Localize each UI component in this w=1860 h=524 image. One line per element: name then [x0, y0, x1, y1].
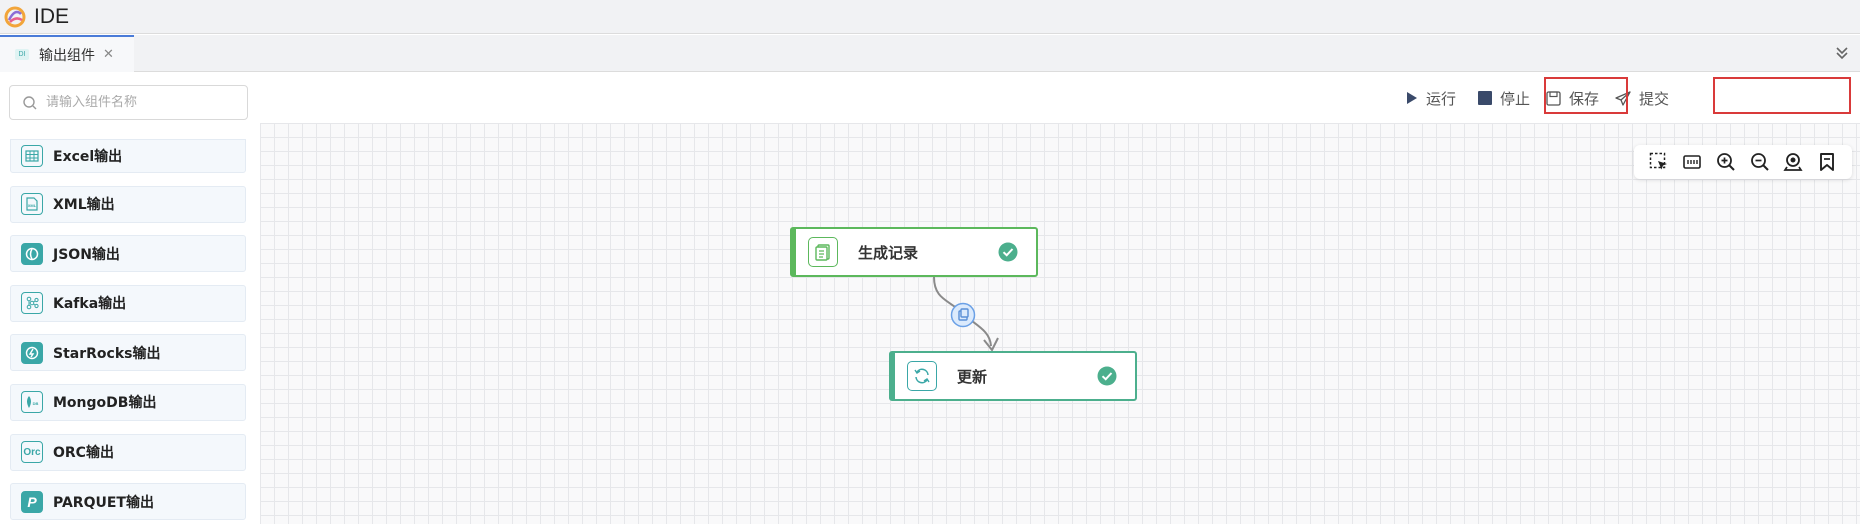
- save-label: 保存: [1569, 89, 1600, 108]
- highlight-box-run: [1544, 77, 1628, 114]
- app-logo-icon: [4, 6, 26, 27]
- search-box[interactable]: [9, 85, 248, 120]
- svg-text:DB: DB: [33, 401, 39, 406]
- component-item-kafka[interactable]: Kafka输出: [10, 284, 246, 322]
- app-title: IDE: [34, 4, 70, 28]
- node-label: 生成记录: [858, 243, 919, 262]
- component-item-orc[interactable]: Orc ORC输出: [10, 433, 246, 471]
- component-item-parquet[interactable]: P PARQUET输出: [10, 483, 246, 521]
- component-item-json[interactable]: JSON输出: [10, 235, 246, 273]
- submit-button[interactable]: 提交: [1615, 81, 1669, 115]
- tab-badge: DI: [15, 49, 29, 60]
- search-icon: [23, 95, 37, 109]
- component-label: Excel输出: [53, 149, 123, 165]
- svg-text:XML: XML: [28, 203, 37, 208]
- json-icon: [21, 242, 43, 265]
- tab-output-components[interactable]: DI 输出组件 ✕: [0, 35, 134, 72]
- node-label: 更新: [957, 367, 988, 386]
- table-icon: [21, 145, 43, 167]
- bookmark-icon[interactable]: [1816, 151, 1838, 173]
- run-button[interactable]: 运行: [1406, 81, 1456, 115]
- send-icon: [1615, 90, 1631, 106]
- fit-screen-icon[interactable]: [1681, 151, 1703, 173]
- canvas-toolbar: [1634, 145, 1852, 179]
- submit-label: 提交: [1639, 89, 1670, 108]
- save-button[interactable]: 保存: [1546, 81, 1599, 115]
- stop-button[interactable]: 停止: [1478, 81, 1530, 115]
- kafka-icon: [21, 292, 43, 315]
- search-input[interactable]: [46, 95, 236, 110]
- component-label: JSON输出: [53, 246, 120, 263]
- tab-label: 输出组件: [39, 47, 95, 64]
- document-copy-icon: [808, 237, 838, 267]
- zoom-in-icon[interactable]: [1715, 151, 1737, 173]
- xml-file-icon: XML: [21, 193, 43, 216]
- check-circle-icon: [1097, 366, 1117, 386]
- component-item-mongodb[interactable]: DB MongoDB输出: [10, 383, 246, 421]
- run-label: 运行: [1426, 89, 1457, 108]
- zoom-out-icon[interactable]: [1749, 151, 1771, 173]
- orc-icon: Orc: [21, 441, 43, 464]
- close-icon[interactable]: ✕: [103, 47, 114, 62]
- title-bar: IDE: [0, 0, 1860, 34]
- select-icon[interactable]: [1648, 151, 1670, 173]
- flow-node-update[interactable]: 更新: [889, 351, 1137, 401]
- editor-toolbar: 运行 停止 保存 提交: [260, 73, 1860, 123]
- starrocks-icon: [21, 341, 43, 364]
- flow-node-generate-records[interactable]: 生成记录: [790, 227, 1038, 277]
- component-label: PARQUET输出: [53, 494, 154, 511]
- component-label: MongoDB输出: [53, 395, 157, 412]
- component-label: XML输出: [53, 197, 115, 214]
- locate-icon[interactable]: [1782, 151, 1804, 173]
- edge-connector-icon[interactable]: [950, 302, 976, 328]
- component-item-starrocks[interactable]: StarRocks输出: [10, 334, 246, 372]
- component-item-xml[interactable]: XML XML输出: [10, 185, 246, 223]
- highlight-box-save-submit: [1713, 77, 1851, 114]
- mongodb-icon: DB: [21, 391, 43, 414]
- stop-icon: [1478, 91, 1492, 105]
- stop-label: 停止: [1500, 89, 1531, 108]
- double-chevron-down-icon[interactable]: [1832, 43, 1852, 63]
- refresh-icon: [907, 361, 937, 391]
- component-label: Kafka输出: [53, 296, 127, 313]
- component-sidebar: Excel输出 XML XML输出 JSON输出 Kafka输出 StarRoc…: [0, 73, 260, 524]
- component-list: Excel输出 XML XML输出 JSON输出 Kafka输出 StarRoc…: [10, 139, 246, 524]
- component-label: StarRocks输出: [53, 345, 161, 362]
- tab-bar: DI 输出组件 ✕: [0, 35, 1860, 72]
- component-label: ORC输出: [53, 445, 114, 462]
- component-item-excel[interactable]: Excel输出: [10, 139, 246, 173]
- parquet-icon: P: [21, 490, 43, 513]
- flow-canvas[interactable]: [260, 123, 1860, 524]
- check-circle-icon: [998, 242, 1018, 262]
- save-icon: [1546, 90, 1561, 106]
- play-icon: [1407, 92, 1417, 104]
